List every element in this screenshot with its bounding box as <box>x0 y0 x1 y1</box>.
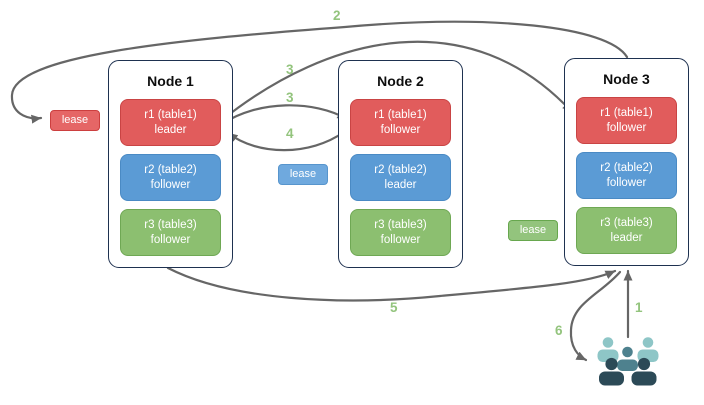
node-3-title: Node 3 <box>603 71 650 87</box>
replica-role: follower <box>150 233 191 246</box>
users-group-icon <box>597 337 659 386</box>
arrow-step3-replicate-node2 <box>220 104 349 126</box>
replica-name: r2 (table2) <box>600 162 653 174</box>
step-label-3b: 3 <box>286 90 294 105</box>
node3-replica-r1: r1 (table1) follower <box>576 97 677 144</box>
replica-name: r3 (table3) <box>600 217 653 229</box>
replica-role: follower <box>606 121 647 134</box>
step-label-2: 2 <box>333 8 341 23</box>
step-label-4: 4 <box>286 126 294 141</box>
replica-role: leader <box>384 178 417 191</box>
replica-role: follower <box>150 178 191 191</box>
node1-replica-r1: r1 (table1) leader <box>120 99 221 146</box>
replica-name: r3 (table3) <box>144 219 197 231</box>
node-2: Node 2 r1 (table1) follower r2 (table2) … <box>338 60 463 268</box>
node-1-title: Node 1 <box>147 73 194 89</box>
replica-role: follower <box>380 123 421 136</box>
node-2-title: Node 2 <box>377 73 424 89</box>
step-label-6: 6 <box>555 323 563 338</box>
arrow-step5-response <box>166 266 617 302</box>
arrow-step2-lease-transfer <box>10 20 629 124</box>
step-label-3a: 3 <box>286 62 294 77</box>
lease-tag-r3: lease <box>508 220 558 241</box>
replica-name: r2 (table2) <box>144 164 197 176</box>
step-label-5: 5 <box>390 300 398 315</box>
node1-replica-r3: r3 (table3) follower <box>120 209 221 256</box>
lease-tag-r1: lease <box>50 110 100 131</box>
node2-replica-r2: r2 (table2) leader <box>350 154 451 201</box>
arrow-step3-replicate-node3 <box>220 40 574 122</box>
node2-replica-r3: r3 (table3) follower <box>350 209 451 256</box>
node-3: Node 3 r1 (table1) follower r2 (table2) … <box>564 58 689 266</box>
replica-role: follower <box>380 233 421 246</box>
arrow-step4-ack <box>226 130 346 152</box>
replica-name: r1 (table1) <box>144 109 197 121</box>
node2-replica-r1: r1 (table1) follower <box>350 99 451 146</box>
node1-replica-r2: r2 (table2) follower <box>120 154 221 201</box>
node3-replica-r2: r2 (table2) follower <box>576 152 677 199</box>
arrow-step6-reply <box>569 270 622 362</box>
node3-replica-r3: r3 (table3) leader <box>576 207 677 254</box>
replica-name: r1 (table1) <box>600 107 653 119</box>
replica-name: r1 (table1) <box>374 109 427 121</box>
node-1: Node 1 r1 (table1) leader r2 (table2) fo… <box>108 60 233 268</box>
replica-role: leader <box>610 231 643 244</box>
replica-name: r3 (table3) <box>374 219 427 231</box>
lease-tag-r2: lease <box>278 164 328 185</box>
replica-name: r2 (table2) <box>374 164 427 176</box>
step-label-1: 1 <box>635 300 643 315</box>
replica-role: leader <box>154 123 187 136</box>
replica-role: follower <box>606 176 647 189</box>
